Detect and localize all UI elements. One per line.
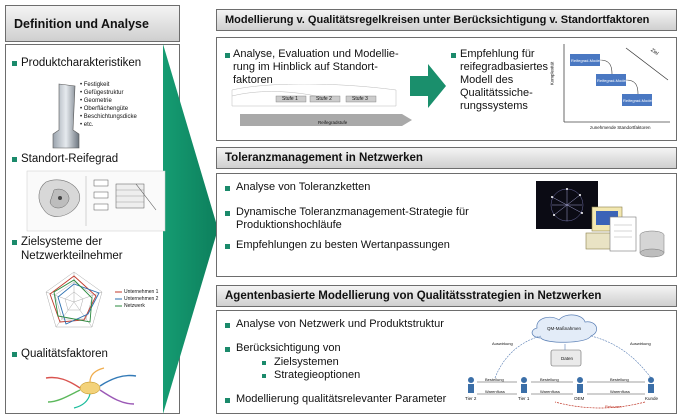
- network-computer-image: [536, 181, 665, 258]
- supply-network-diagram: [468, 314, 654, 409]
- network-edge-label: Bestellung: [540, 377, 559, 382]
- section3-subitem: Strategieoptionen: [274, 369, 361, 381]
- section2-bullet: Analyse von Toleranzketten: [236, 181, 371, 193]
- feature-item: • Geometrie: [80, 98, 112, 104]
- network-edge-label: Warenfluss: [540, 389, 560, 394]
- bullet-icon: [12, 352, 17, 357]
- bullet-icon: [451, 53, 456, 58]
- turbine-blade-image: [52, 83, 80, 149]
- bullet-icon: [225, 244, 230, 249]
- chart-xlabel: zunehmende Standortfaktoren: [590, 125, 651, 130]
- stage-label: Stufe 3: [352, 96, 368, 102]
- flow-arrow: [163, 44, 218, 414]
- stage-axis-label: Reifegradstufe: [318, 120, 348, 125]
- item-zielsysteme-line2: Netzwerkteilnehmer: [21, 250, 123, 262]
- stage-label: Stufe 1: [282, 96, 298, 102]
- sub-bullet-icon: [262, 361, 266, 365]
- section2-bullet: Dynamische Toleranzmanagement-Strategie …: [236, 206, 469, 218]
- radar-chart-image: [45, 271, 122, 328]
- section2-bullet-line2: Produktionshochläufe: [236, 219, 342, 231]
- chart-box-label: Reifegrad-Modell: [623, 98, 654, 103]
- section1-text-line: Analyse, Evaluation und Modellie-: [233, 48, 399, 60]
- radar-legend-item: Unternehmen 2: [124, 296, 159, 302]
- section3-panel: [216, 310, 677, 414]
- maturity-stage-diagram: [231, 84, 412, 126]
- radar-legend-item: Netzwerk: [124, 303, 145, 309]
- network-edge-label: Retouren: [605, 404, 622, 409]
- section2-header: Toleranzmanagement in Netzwerken: [216, 147, 677, 169]
- feature-item: • Oberflächengüte: [80, 106, 129, 112]
- feature-item: • etc.: [80, 122, 94, 128]
- section1-result-line: Empfehlung für: [460, 48, 535, 60]
- section1-result-line: Qualitätssiche-: [460, 87, 533, 99]
- network-edge-label: Auswirkung: [492, 341, 513, 346]
- section3-subitem: Zielsystemen: [274, 356, 339, 368]
- left-header: Definition und Analyse: [5, 5, 180, 42]
- sub-bullet-icon: [262, 374, 266, 378]
- item-produktcharakteristiken: Produktcharakteristiken: [21, 57, 142, 69]
- section1-result-line: rungssystems: [460, 100, 528, 112]
- item-qualitaetsfaktoren: Qualitätsfaktoren: [21, 348, 108, 360]
- bullet-icon: [225, 211, 230, 216]
- network-edge-label: Bestellung: [485, 377, 504, 382]
- chart-ylabel: Komplexität: [549, 61, 555, 86]
- bullet-icon: [225, 186, 230, 191]
- network-edge-label: Warenfluss: [485, 389, 505, 394]
- section1-result-line: Modell des: [460, 74, 514, 86]
- network-db-label: Daten: [561, 356, 574, 361]
- section1-text-line: faktoren: [233, 74, 273, 86]
- bullet-icon: [225, 323, 230, 328]
- network-edge-label: Auswirkung: [630, 341, 651, 346]
- chart-box-label: Reifegrad-Modell: [597, 78, 628, 83]
- network-node-label: Tier 1: [518, 396, 530, 401]
- bullet-icon: [12, 157, 17, 162]
- section3-bullet: Berücksichtigung von: [236, 342, 341, 354]
- feature-item: • Gefügestruktur: [80, 90, 124, 96]
- bullet-icon: [225, 398, 230, 403]
- maturity-diagram-image: [26, 170, 166, 232]
- section3-bullet: Modellierung qualitätsrelevanter Paramet…: [236, 393, 447, 405]
- section1-header: Modellierung v. Qualitätsregelkreisen un…: [216, 9, 677, 31]
- maturity-model-chart: [563, 44, 670, 123]
- bullet-icon: [225, 53, 230, 58]
- network-edge-label: Bestellung: [610, 377, 629, 382]
- feature-item: • Festigkeit: [80, 82, 110, 88]
- network-node-label: Kunde: [645, 396, 659, 401]
- network-edge-label: Warenfluss: [610, 389, 630, 394]
- network-node-label: Tier 2: [465, 396, 477, 401]
- section1-text-line: rung im Hinblick auf Standort-: [233, 61, 378, 73]
- bullet-icon: [225, 347, 230, 352]
- stage-label: Stufe 2: [316, 96, 332, 102]
- bullet-icon: [12, 240, 17, 245]
- section1-result-line: reifegradbasiertes: [460, 61, 549, 73]
- section3-header: Agentenbasierte Modellierung von Qualitä…: [216, 285, 677, 307]
- chart-box-label: Reifegrad-Modell: [571, 58, 602, 63]
- bullet-icon: [12, 61, 17, 66]
- feature-item: • Beschichtungsdicke: [80, 114, 137, 120]
- network-cloud-label: QM-Maßnahmen: [547, 326, 582, 331]
- item-standort-reifegrad: Standort-Reifegrad: [21, 153, 119, 165]
- radar-legend-item: Unternehmen 1: [124, 289, 159, 295]
- network-node-label: OEM: [574, 396, 585, 401]
- section3-bullet: Analyse von Netzwerk und Produktstruktur: [236, 318, 444, 330]
- item-zielsysteme: Zielsysteme der: [21, 236, 103, 248]
- arrow-right-icon: [410, 64, 446, 108]
- mindmap-image: [45, 367, 137, 409]
- section2-bullet: Empfehlungen zu besten Wertanpassungen: [236, 239, 450, 251]
